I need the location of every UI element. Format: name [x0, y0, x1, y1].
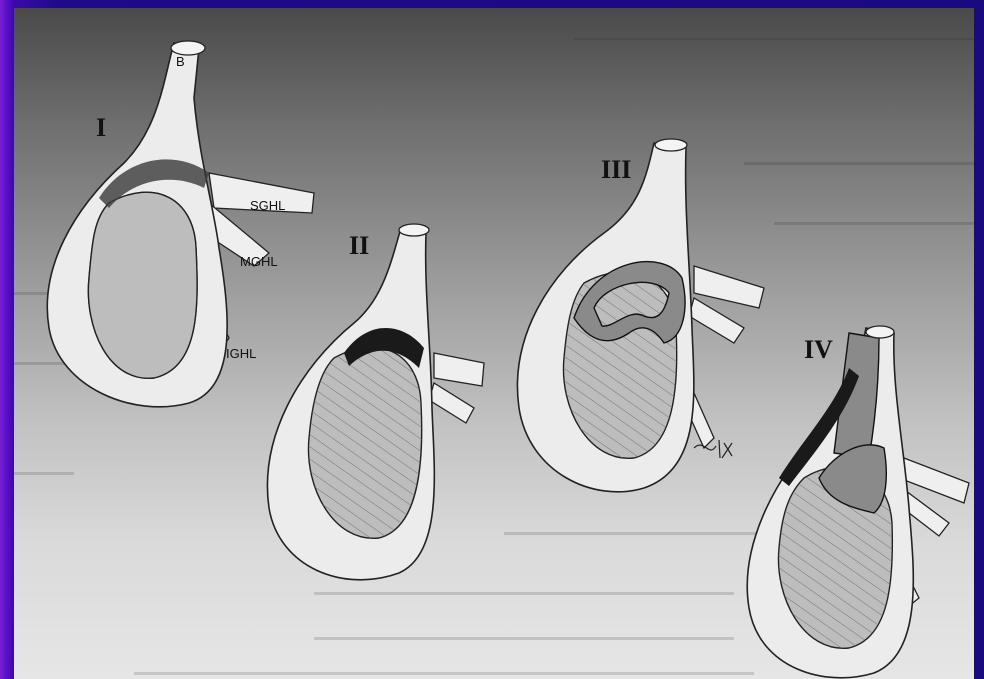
stage-3-drawing: III	[517, 139, 764, 492]
sghl-label: SGHL	[250, 198, 285, 213]
ighl-label: IGHL	[226, 346, 256, 361]
stage-1-drawing: I B SGHL MGHL IGHL	[47, 41, 314, 407]
biceps-tendon-label: B	[176, 54, 185, 69]
mghl-label: MGHL	[240, 254, 278, 269]
stage-1-label: I	[96, 113, 106, 142]
stage-3-label: III	[601, 155, 631, 184]
stage-3-signature	[694, 440, 732, 458]
diagram-figure: I B SGHL MGHL IGHL II	[14, 8, 974, 679]
stage-4-label: IV	[804, 335, 833, 364]
stage-2-label: II	[349, 231, 369, 260]
stage-2-drawing: II	[267, 224, 484, 580]
slap-lesion-illustration: I B SGHL MGHL IGHL II	[14, 8, 974, 679]
stage-1-tendon-cap	[171, 41, 205, 55]
stage-4-drawing: IV	[747, 326, 969, 678]
